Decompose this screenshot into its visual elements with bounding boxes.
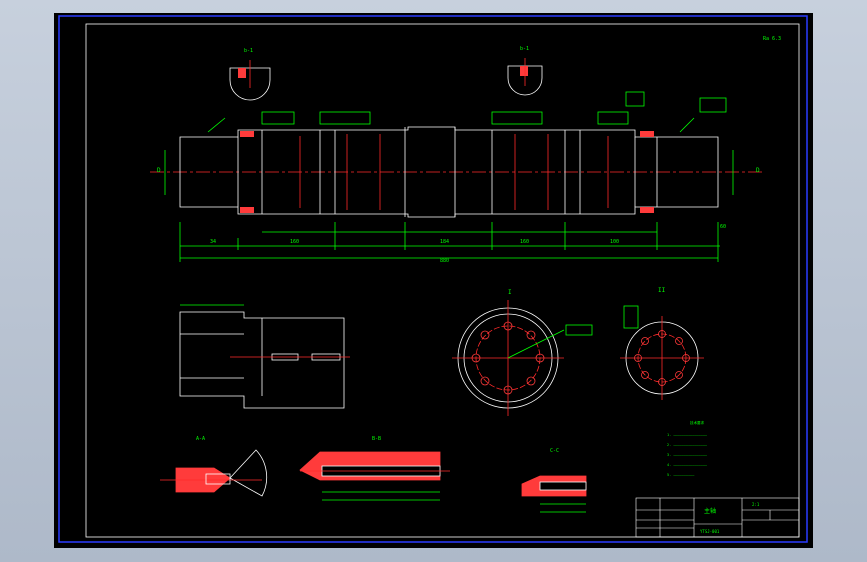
- svg-text:2. ————————————————: 2. ————————————————: [667, 443, 708, 447]
- section-c: C-C: [521, 448, 587, 513]
- cad-viewport[interactable]: 880 34 160 184 160 100 60 D D b-1 b-1 Ra…: [54, 13, 813, 548]
- flange-view-small: II: [620, 287, 704, 400]
- svg-text:160: 160: [520, 239, 529, 245]
- svg-text:184: 184: [440, 239, 449, 245]
- svg-text:160: 160: [290, 239, 299, 245]
- svg-text:34: 34: [210, 239, 216, 245]
- detail-top-left: b-1: [229, 48, 271, 101]
- roughness-note: Ra 6.3: [763, 36, 781, 42]
- svg-text:3. ————————————————: 3. ————————————————: [667, 453, 708, 457]
- title-block: [635, 497, 800, 538]
- section-b-label: B-B: [372, 436, 381, 442]
- drawing-number: YTSJ-001: [700, 529, 720, 534]
- drawing-title: 主轴: [704, 507, 716, 515]
- detail-top-right: b-1: [507, 46, 543, 96]
- svg-text:4. ————————————————: 4. ————————————————: [667, 463, 708, 467]
- technical-notes: 技术要求 1. ———————————————— 2. ————————————…: [667, 420, 708, 477]
- partial-shaft-view: [179, 304, 350, 409]
- section-b: B-B: [299, 436, 450, 501]
- svg-text:5. ——————————: 5. ——————————: [667, 473, 695, 477]
- detail-ii-label: II: [658, 287, 666, 294]
- flange-view-large: I: [452, 289, 593, 416]
- svg-text:1. ————————————————: 1. ————————————————: [667, 433, 708, 437]
- svg-text:b-1: b-1: [244, 48, 253, 54]
- shaft-drawing: 880 34 160 184 160 100 60 D D b-1 b-1 Ra…: [58, 15, 808, 543]
- view-right-label: D: [756, 167, 760, 174]
- inner-border: [85, 23, 800, 538]
- outer-border: [58, 15, 808, 543]
- svg-text:b-1: b-1: [520, 46, 529, 52]
- svg-text:技术要求: 技术要求: [690, 420, 704, 425]
- section-c-label: C-C: [550, 448, 559, 454]
- view-left-label: D: [157, 167, 161, 174]
- section-a-label: A-A: [196, 436, 205, 442]
- section-a: A-A: [160, 436, 268, 497]
- svg-text:100: 100: [610, 239, 619, 245]
- svg-text:60: 60: [720, 224, 726, 230]
- scale-note: 2:1: [752, 502, 760, 507]
- detail-i-label: I: [508, 289, 512, 296]
- svg-text:880: 880: [440, 258, 449, 264]
- main-shaft-view: 880 34 160 184 160 100 60 D D: [150, 91, 765, 264]
